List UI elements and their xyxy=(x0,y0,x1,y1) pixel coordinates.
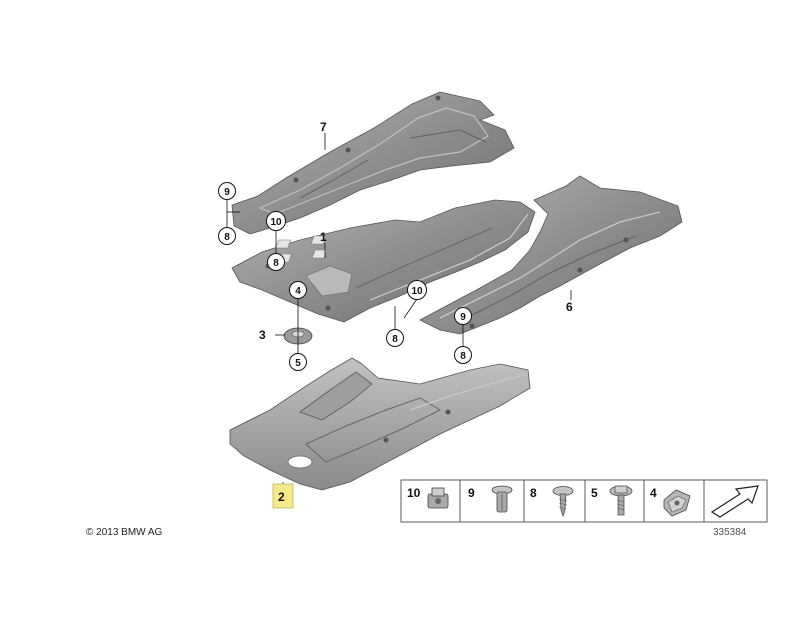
svg-text:8: 8 xyxy=(460,351,466,362)
svg-text:4: 4 xyxy=(650,486,657,500)
part-label-7: 7 xyxy=(320,120,327,134)
callout-8-top: 8 xyxy=(218,227,236,245)
part-label-3: 3 xyxy=(259,328,266,342)
callout-4: 4 xyxy=(289,281,307,299)
svg-text:9: 9 xyxy=(468,486,475,500)
callout-8-right: 8 xyxy=(454,346,472,364)
expansion-rivet-icon xyxy=(491,485,513,513)
underbody-panel-6 xyxy=(419,175,683,335)
diagram-number: 335384 xyxy=(713,527,747,538)
sheet-metal-screw-icon xyxy=(552,486,574,518)
callout-10-right: 10 xyxy=(407,280,427,300)
part-label-6: 6 xyxy=(566,300,573,314)
legend-item-5: 5 xyxy=(591,485,633,516)
callout-8-right-low: 8 xyxy=(386,329,404,347)
legend-item-10: 10 xyxy=(407,486,449,509)
svg-text:5: 5 xyxy=(591,486,598,500)
spring-nut-icon xyxy=(663,489,691,517)
svg-text:8: 8 xyxy=(224,232,230,243)
svg-text:5: 5 xyxy=(295,358,301,369)
svg-text:8: 8 xyxy=(530,486,537,500)
svg-text:10: 10 xyxy=(407,486,421,500)
part-label-1: 1 xyxy=(320,230,327,244)
callout-10-top: 10 xyxy=(266,211,286,231)
svg-text:9: 9 xyxy=(460,312,466,323)
bolt-icon xyxy=(609,485,633,516)
svg-text:8: 8 xyxy=(392,334,398,345)
fastener-legend: 10 9 8 5 xyxy=(400,479,768,523)
part-label-2: 2 xyxy=(278,490,285,504)
callout-9-top: 9 xyxy=(218,182,236,200)
direction-arrow-icon xyxy=(710,485,759,518)
clip-nut-icon xyxy=(427,487,449,509)
callout-5: 5 xyxy=(289,353,307,371)
svg-text:10: 10 xyxy=(411,286,423,297)
copyright-text: © 2013 BMW AG xyxy=(86,527,163,538)
callout-9-right: 9 xyxy=(454,307,472,325)
underbody-panel-2 xyxy=(229,357,531,491)
svg-text:10: 10 xyxy=(270,217,282,228)
legend-item-4: 4 xyxy=(650,486,691,517)
part-2-highlight xyxy=(272,483,294,509)
svg-text:8: 8 xyxy=(273,258,279,269)
callout-8-mid: 8 xyxy=(267,253,285,271)
legend-item-9: 9 xyxy=(468,485,513,513)
leader-lines xyxy=(226,133,572,488)
underbody-panel-7 xyxy=(231,91,515,235)
svg-text:9: 9 xyxy=(224,187,230,198)
legend-item-8: 8 xyxy=(530,486,574,518)
svg-text:4: 4 xyxy=(295,286,301,297)
